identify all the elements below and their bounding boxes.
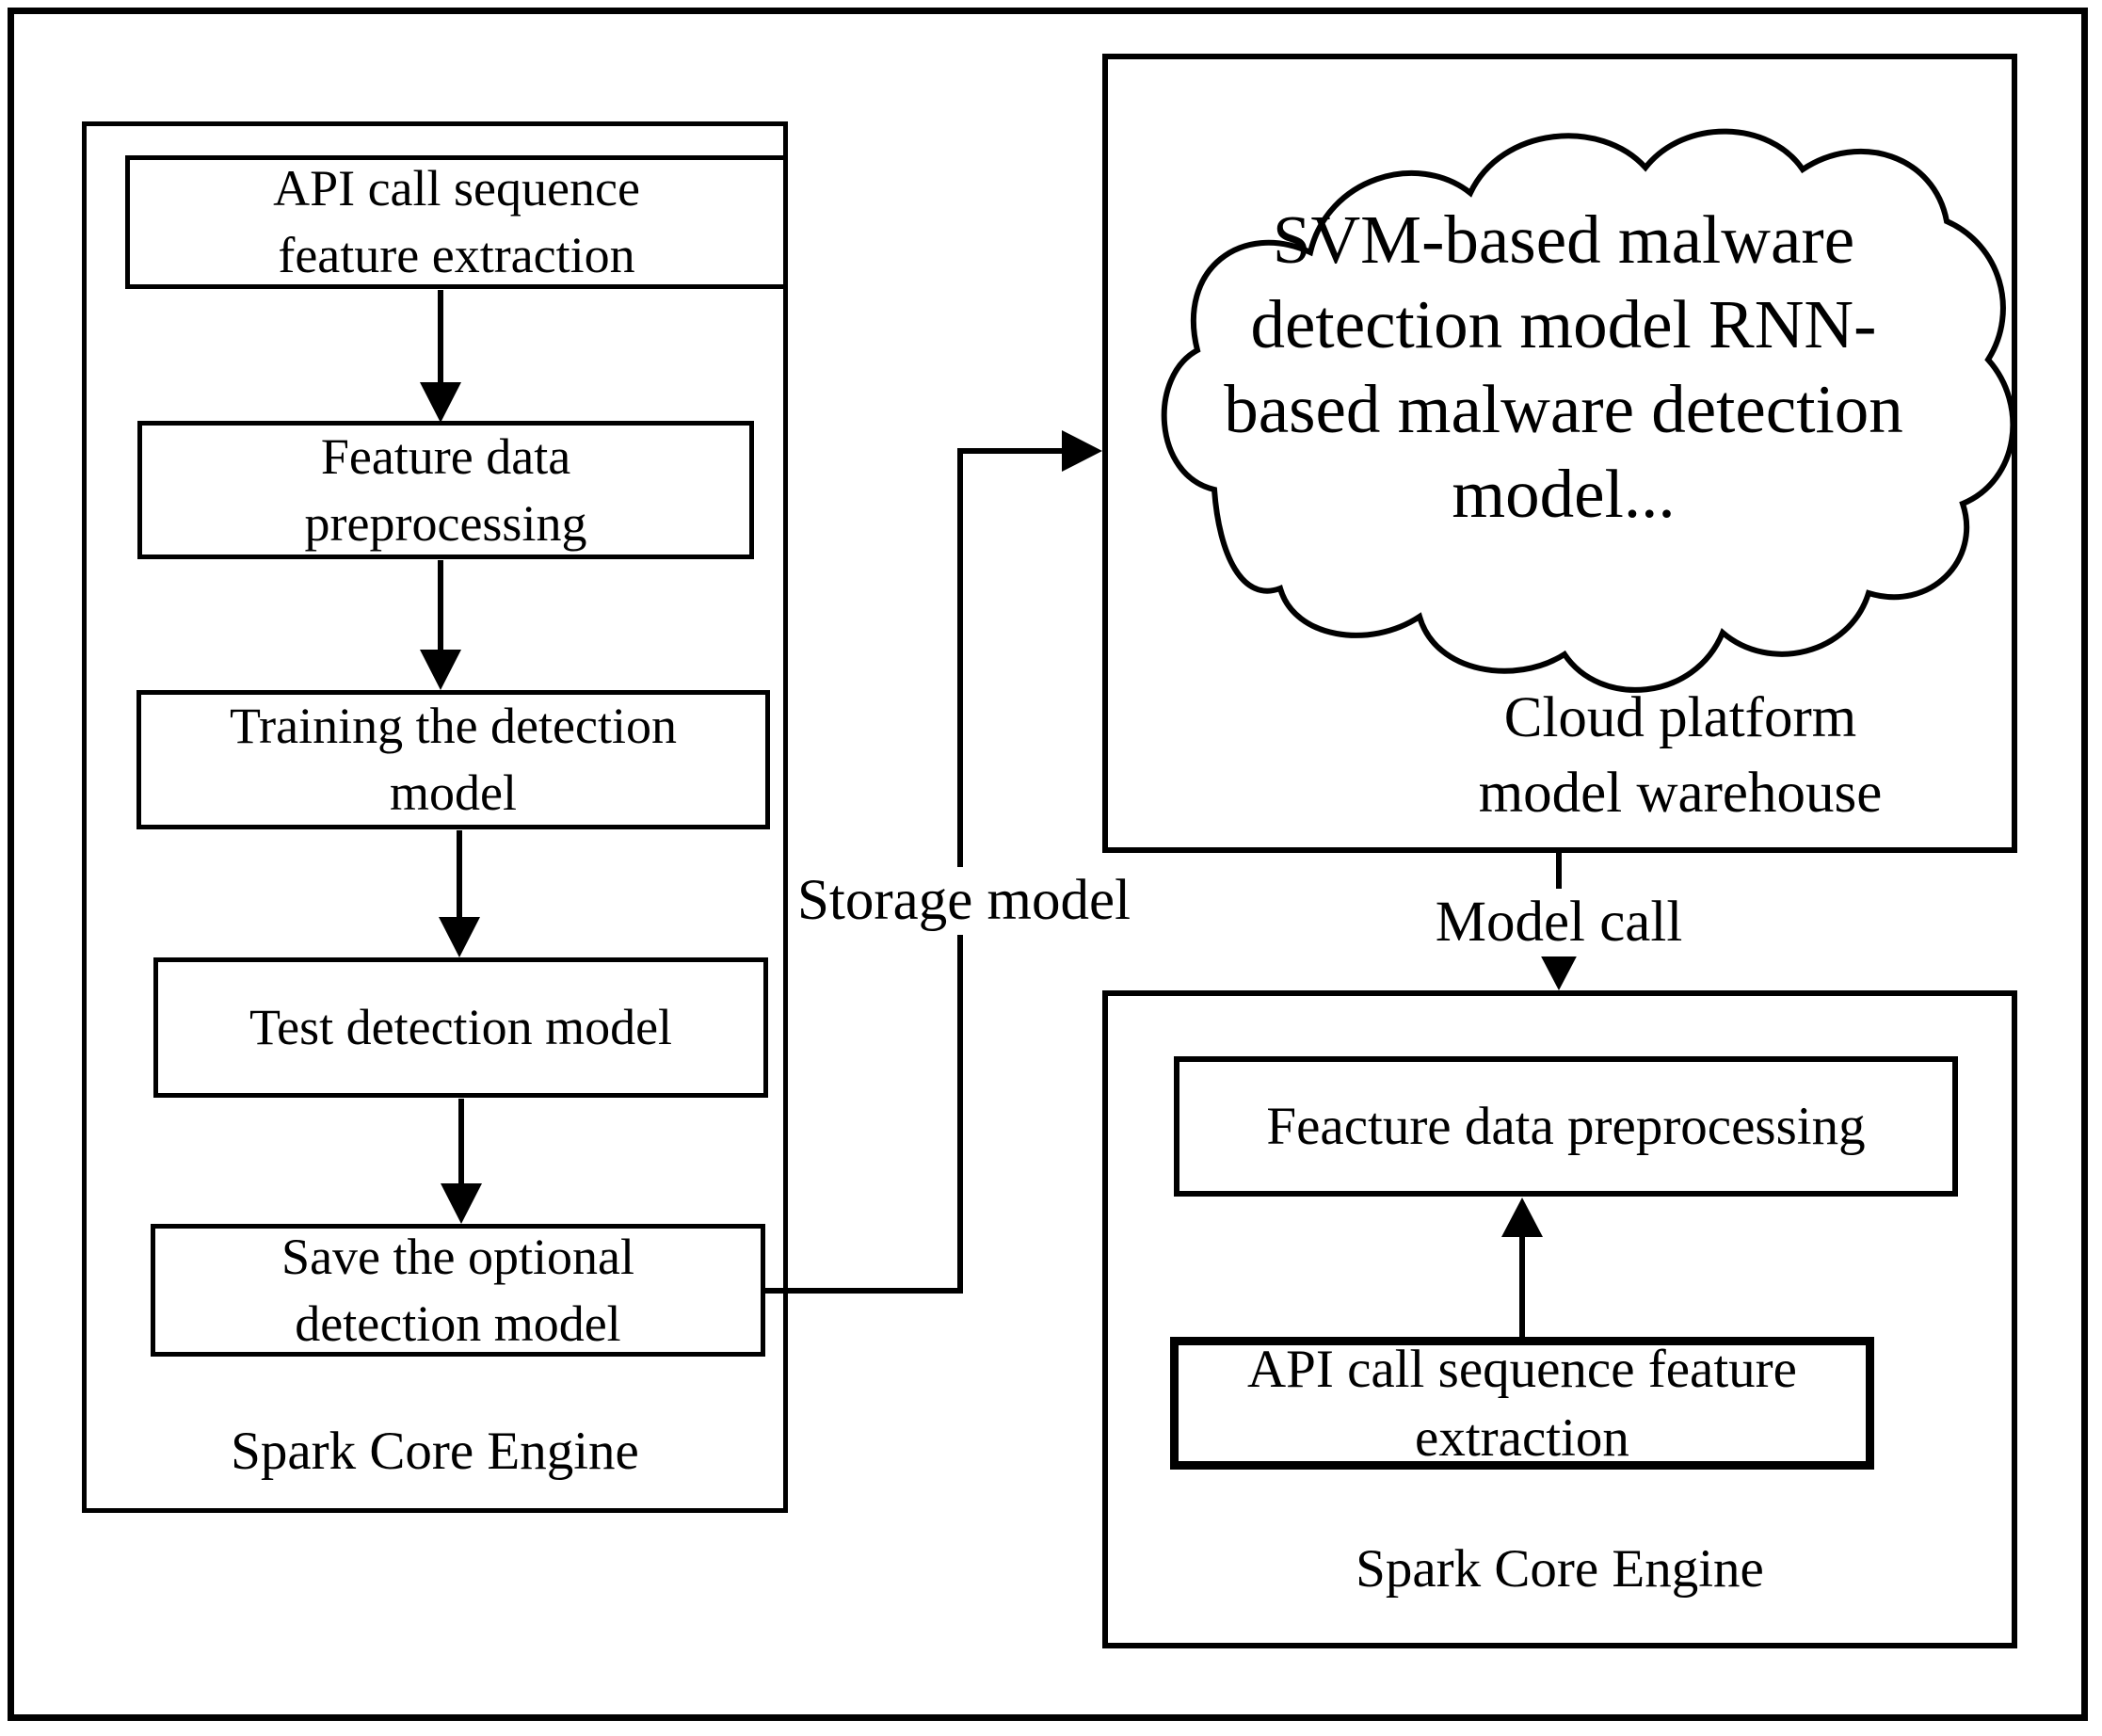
arrow-step1-to-step2: [420, 290, 461, 423]
node-feature-data-preprocessing: Feature data preprocessing: [137, 421, 754, 559]
cloud-models-text: SVM-based malware detection model RNN- b…: [1224, 201, 1903, 532]
arrow-step3-to-step4: [439, 830, 480, 957]
outer-border: [8, 8, 2088, 1721]
right-spark-core-engine-label: Spark Core Engine: [1356, 1539, 1764, 1599]
node-training-the-detection-model: Training the detection model: [136, 690, 770, 829]
model-call-label: Model call: [1384, 889, 1734, 956]
node-save-the-optional-detection-model: Save the optional detection model: [151, 1224, 765, 1357]
arrow-step2-to-step3: [420, 560, 461, 690]
cloud-shape: [1161, 128, 2016, 693]
left-spark-core-engine-container: [82, 121, 788, 1513]
storage-model-connector: [765, 430, 1102, 1294]
left-spark-core-engine-label: Spark Core Engine: [231, 1422, 639, 1481]
arrow-step4-to-step5: [441, 1099, 482, 1224]
cloud-platform-container: [1102, 54, 2017, 853]
arrow-extraction-to-preprocessing: [1501, 1198, 1543, 1337]
storage-model-label: Storage model: [789, 867, 1139, 935]
node-test-detection-model: Test detection model: [153, 957, 768, 1098]
node-api-call-sequence-feature-extraction-right: API call sequence feature extraction: [1170, 1337, 1874, 1470]
cloud-platform-model-warehouse-label: Cloud platform model warehouse: [1478, 686, 1883, 825]
node-api-call-sequence-feature-extraction: API call sequence feature extraction: [125, 155, 788, 289]
node-feacture-data-preprocessing: Feacture data preprocessing: [1174, 1056, 1958, 1197]
right-spark-core-engine-container: [1102, 990, 2017, 1648]
